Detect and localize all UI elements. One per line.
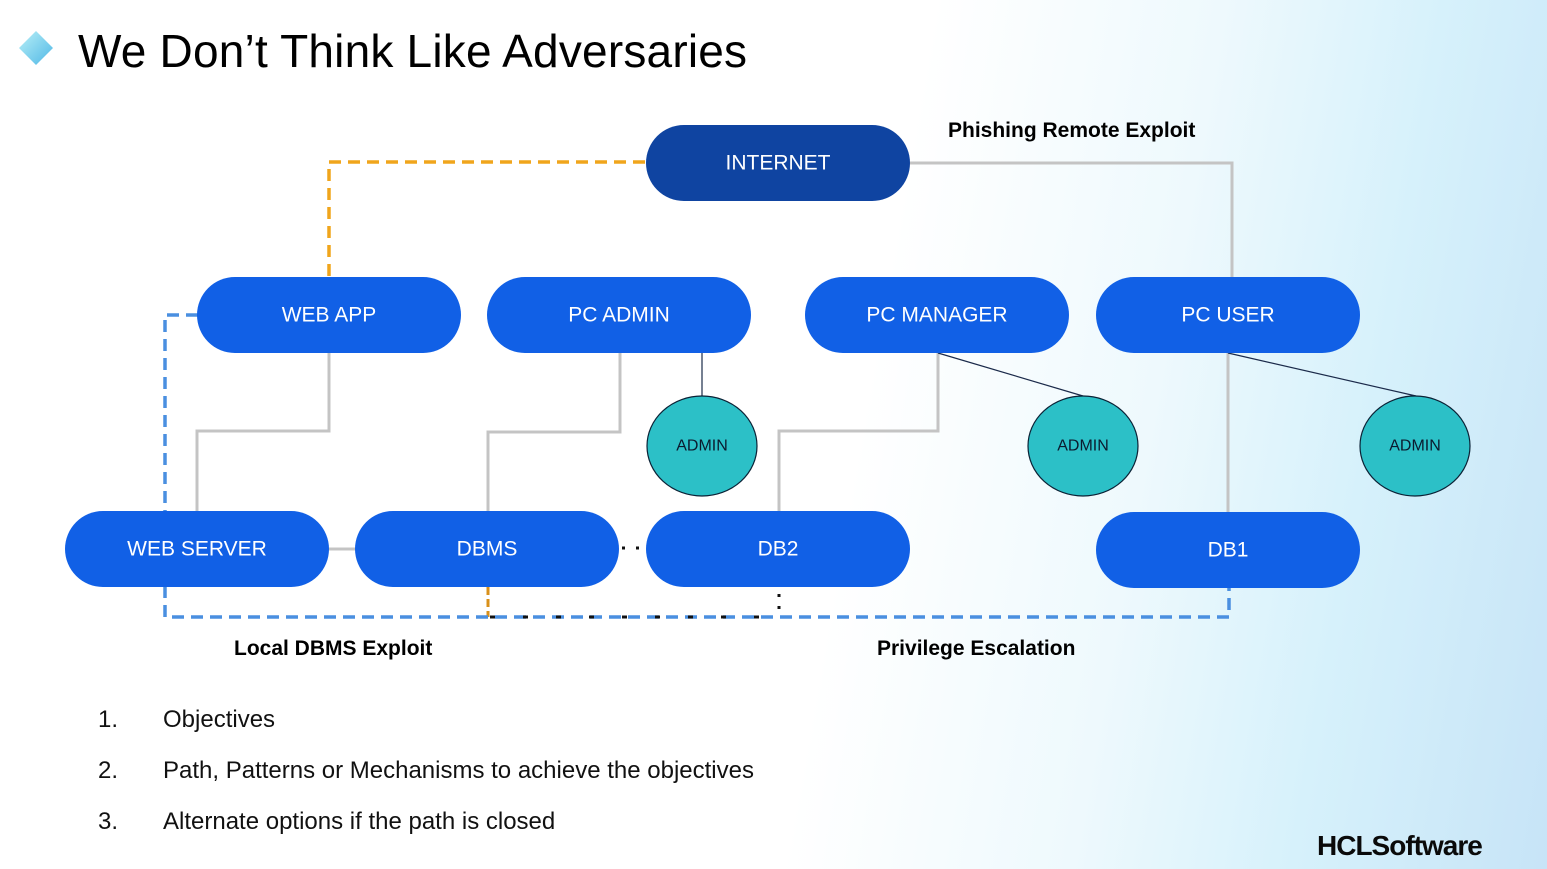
node-db2-label: DB2	[758, 538, 799, 561]
label-local-dbms-exploit: Local DBMS Exploit	[234, 637, 432, 660]
node-pc-user-label: PC USER	[1181, 304, 1274, 327]
list-number: 3.	[98, 808, 119, 835]
connector-webapp-webserver	[195, 352, 331, 512]
node-web-app[interactable]: WEB APP	[197, 277, 461, 353]
node-internet-label: INTERNET	[726, 152, 831, 175]
objectives-list: 1. Objectives 2. Path, Patterns or Mecha…	[98, 706, 754, 859]
label-privilege-escalation: Privilege Escalation	[877, 637, 1075, 660]
list-text: Alternate options if the path is closed	[163, 808, 556, 835]
gray-connectors	[195, 161, 1234, 551]
node-dbms-label: DBMS	[457, 538, 518, 561]
list-item: 1. Objectives	[98, 706, 754, 757]
list-item: 2. Path, Patterns or Mechanisms to achie…	[98, 757, 754, 808]
hcl-software-logo: HCLSoftware	[1317, 830, 1483, 861]
node-admin-2[interactable]: ADMIN	[1027, 395, 1139, 497]
diamond-icon	[19, 31, 53, 65]
node-pc-manager-label: PC MANAGER	[866, 304, 1007, 327]
node-db1[interactable]: DB1	[1096, 512, 1360, 588]
connector-pcuser-admin	[1227, 352, 1417, 397]
node-admin-3[interactable]: ADMIN	[1359, 395, 1471, 497]
blue-attack-path	[163, 313, 1231, 619]
node-web-server-label: WEB SERVER	[127, 538, 267, 561]
node-web-app-label: WEB APP	[282, 304, 377, 327]
node-admin-3-label: ADMIN	[1389, 438, 1441, 455]
connector-internet-pcuser	[910, 161, 1234, 278]
node-pc-admin-label: PC ADMIN	[568, 304, 670, 327]
list-item: 3. Alternate options if the path is clos…	[98, 808, 754, 859]
node-admin-1[interactable]: ADMIN	[646, 395, 758, 497]
list-number: 2.	[98, 757, 119, 784]
node-web-server[interactable]: WEB SERVER	[65, 511, 329, 587]
dotted-path	[490, 546, 781, 619]
node-pc-user[interactable]: PC USER	[1096, 277, 1360, 353]
list-text: Objectives	[163, 706, 276, 733]
label-phishing-remote-exploit: Phishing Remote Exploit	[948, 119, 1195, 142]
node-dbms[interactable]: DBMS	[355, 511, 619, 587]
node-db2[interactable]: DB2	[646, 511, 910, 587]
node-pc-admin[interactable]: PC ADMIN	[487, 277, 751, 353]
connector-pcmanager-admin	[937, 352, 1084, 397]
connector-pcadmin-dbms	[486, 352, 622, 512]
node-db1-label: DB1	[1208, 539, 1249, 562]
attack-path-diagram: INTERNET WEB APP PC ADMIN PC MANAGER PC …	[65, 119, 1471, 660]
page-title: We Don’t Think Like Adversaries	[78, 25, 748, 77]
list-text: Path, Patterns or Mechanisms to achieve …	[163, 757, 754, 784]
orange-attack-path	[327, 160, 645, 278]
node-admin-2-label: ADMIN	[1057, 438, 1109, 455]
node-internet[interactable]: INTERNET	[646, 125, 910, 201]
node-admin-1-label: ADMIN	[676, 438, 728, 455]
node-pc-manager[interactable]: PC MANAGER	[805, 277, 1069, 353]
list-number: 1.	[98, 706, 119, 733]
connector-pcmanager-db2	[777, 352, 940, 512]
admin-connectors	[701, 352, 1417, 397]
